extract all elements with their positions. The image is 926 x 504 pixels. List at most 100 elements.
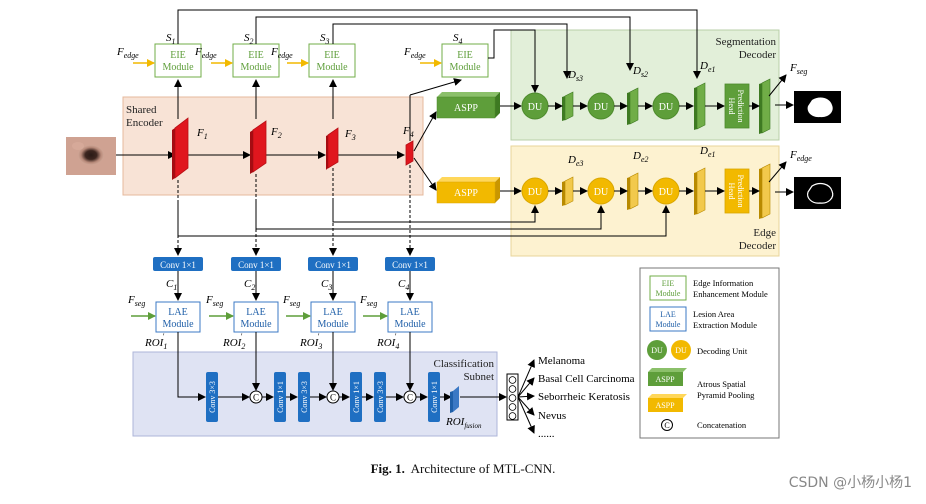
class-output-4: Nevus (517, 396, 566, 422)
c-label-3: C3 (321, 278, 332, 292)
svg-text:Decoding Unit: Decoding Unit (697, 346, 748, 356)
aspp-edge: ASPP (436, 177, 500, 204)
svg-text:ASPP: ASPP (454, 103, 478, 114)
s-label-2: S2 (244, 32, 254, 46)
svg-text:Nevus: Nevus (538, 410, 566, 422)
seg-feature-plate-4 (759, 78, 771, 134)
svg-text:F3: F3 (344, 128, 356, 142)
svg-text:F2: F2 (270, 126, 282, 140)
svg-text:Conv 3×3: Conv 3×3 (376, 381, 385, 413)
c-label-1: C1 (166, 278, 177, 292)
feature-map-f3 (326, 127, 339, 170)
cls-conv1x1-2: Conv 1×1 (350, 372, 362, 422)
seg-feature-plate-3 (694, 82, 706, 130)
svg-text:DU: DU (594, 187, 609, 198)
s-label-3: S3 (320, 32, 330, 46)
s-label-1: S1 (166, 32, 176, 46)
f-seg-input-label: Fseg (282, 294, 300, 308)
f-edge-input-label: Fedge (403, 46, 426, 60)
seg-d-label-2: Ds2 (632, 65, 648, 79)
feature-map-f1 (172, 117, 189, 180)
feature-labels: F1 F2 F3 F4 (196, 125, 414, 142)
roi-label-2: ROI2' (222, 332, 245, 351)
edge-du-3: DU (652, 177, 680, 205)
figure-caption: Fig. 1. Architecture of MTL-CNN. (0, 461, 926, 477)
conv1x1-block-2: Conv 1×1 (231, 257, 281, 271)
seg-feature-plate-2 (627, 87, 639, 125)
svg-text:PredictionHead: PredictionHead (727, 90, 745, 123)
edge-du-1: DU (521, 177, 549, 205)
feature-map-f2 (250, 120, 267, 174)
class-output-1: Melanoma (517, 355, 585, 398)
svg-text:......: ...... (538, 428, 555, 440)
roi-label-3: ROI3' (299, 332, 322, 351)
svg-text:ASPP: ASPP (454, 188, 478, 199)
svg-text:Conv 1×1: Conv 1×1 (352, 381, 361, 413)
svg-text:Seborrheic Keratosis: Seborrheic Keratosis (538, 391, 630, 403)
edge-d-label-1: De3 (567, 154, 583, 168)
svg-text:F4: F4 (402, 125, 414, 139)
roi-label-1: ROI1' (144, 332, 167, 351)
svg-text:ASPP: ASPP (655, 401, 675, 410)
feature-map-f4 (405, 140, 414, 166)
svg-text:DU: DU (651, 346, 663, 355)
seg-du-3: DU (652, 92, 680, 120)
c-label-2: C2 (244, 278, 255, 292)
fc-layer (506, 373, 519, 421)
cls-conv3x3-1: Conv 3×3 (206, 372, 218, 422)
svg-text:DU: DU (659, 102, 674, 113)
cls-conv3x3-3: Conv 3×3 (374, 372, 386, 422)
roi-fusion-block (450, 386, 459, 413)
svg-text:Conv 3×3: Conv 3×3 (300, 381, 309, 413)
seg-prediction-head: PredictionHead (724, 83, 750, 129)
seg-du-2: DU (587, 92, 615, 120)
roi-fusion-label: ROIfusion (445, 416, 482, 430)
concat-node-1: C (249, 390, 263, 404)
roi-label-4: ROI4' (376, 332, 399, 351)
svg-text:DU: DU (594, 102, 609, 113)
f-edge-output-label: Fedge (789, 149, 812, 163)
aspp-seg: ASPP (436, 92, 500, 119)
svg-text:Basal Cell Carcinoma: Basal Cell Carcinoma (538, 373, 635, 385)
svg-text:Conv 1×1: Conv 1×1 (392, 260, 428, 270)
svg-text:Conv 1×1: Conv 1×1 (315, 260, 351, 270)
svg-text:PredictionHead: PredictionHead (727, 175, 745, 208)
f-seg-input-label: Fseg (205, 294, 223, 308)
svg-text:Conv 3×3: Conv 3×3 (208, 381, 217, 413)
edge-output-mask (794, 177, 841, 209)
svg-text:F1: F1 (196, 127, 208, 141)
caption-prefix: Fig. 1. (370, 461, 405, 476)
edge-prediction-head: PredictionHead (724, 168, 750, 214)
cls-conv1x1-1: Conv 1×1 (274, 372, 286, 422)
class-output-5: ...... (517, 396, 555, 440)
class-output-2: Basal Cell Carcinoma (517, 373, 635, 398)
f-edge-input-label: Fedge (116, 46, 139, 60)
shared-encoder-region (122, 96, 424, 196)
svg-text:Conv 1×1: Conv 1×1 (238, 260, 274, 270)
svg-text:C: C (330, 393, 336, 403)
svg-text:Concatenation: Concatenation (697, 420, 747, 430)
svg-text:C: C (407, 393, 413, 403)
s-label-4: S4 (453, 32, 463, 46)
